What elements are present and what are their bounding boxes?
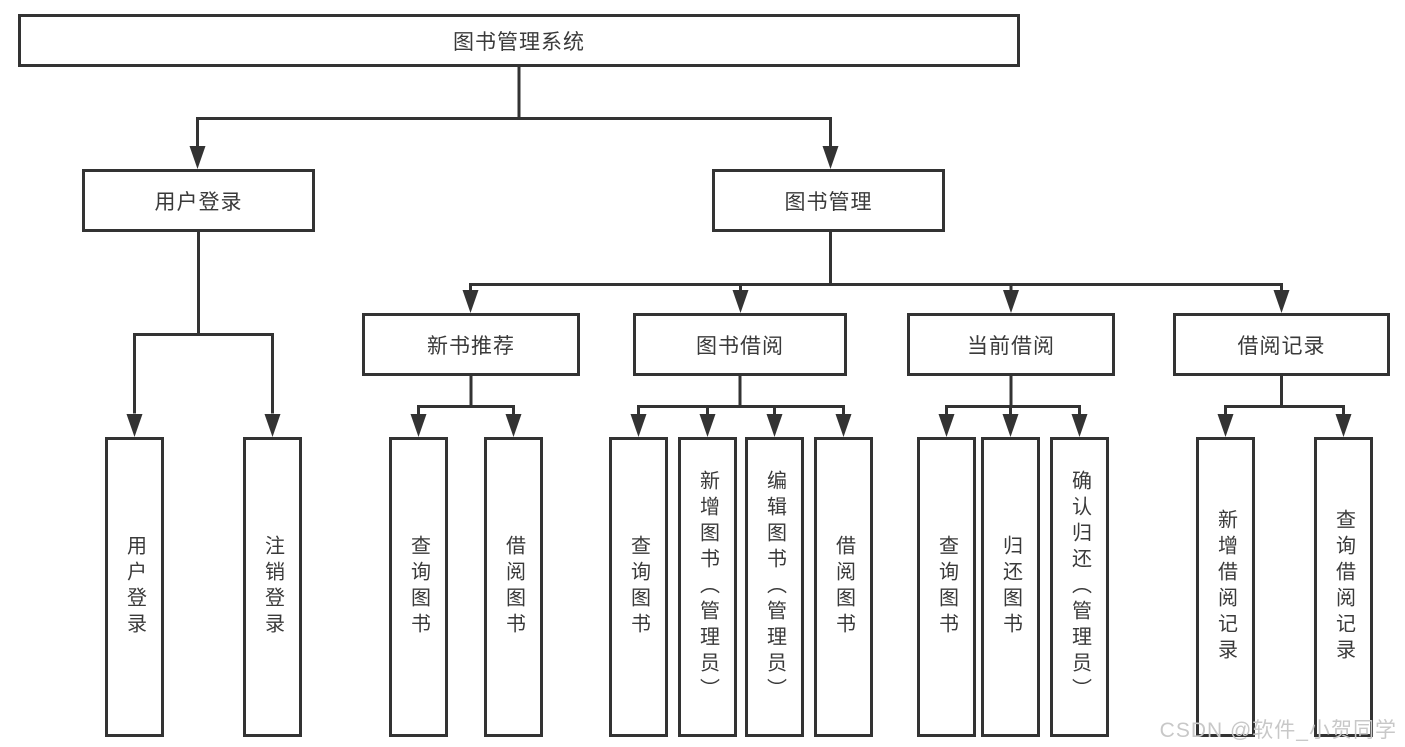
leaf-query-borrow-record: 查询借阅记录 [1314, 437, 1373, 737]
node-library-system: 图书管理系统 [18, 14, 1020, 67]
leaf-confirm-return-admin: 确认归还（管理员） [1050, 437, 1109, 737]
leaf-current-query-books: 查询图书 [917, 437, 976, 737]
connector-new-book-recommend-to-leaves [410, 374, 522, 437]
connector-user-login-to-leaves [126, 230, 281, 437]
leaf-logout: 注销登录 [243, 437, 302, 737]
connector-book-borrowing-to-leaves [630, 374, 852, 437]
connector-current-borrowing-to-leaves [938, 374, 1088, 437]
leaf-return-books: 归还图书 [981, 437, 1040, 737]
node-current-borrowing: 当前借阅 [907, 313, 1115, 376]
node-user-login-branch: 用户登录 [82, 169, 315, 232]
node-borrowing-records: 借阅记录 [1173, 313, 1390, 376]
leaf-add-borrow-record: 新增借阅记录 [1196, 437, 1255, 737]
leaf-borrowing-borrow-books: 借阅图书 [814, 437, 873, 737]
node-new-book-recommend: 新书推荐 [362, 313, 580, 376]
node-book-borrowing: 图书借阅 [633, 313, 847, 376]
connector-book-management-to-modules [462, 230, 1290, 313]
leaf-recommend-query-books: 查询图书 [389, 437, 448, 737]
csdn-watermark: CSDN @软件_小贺同学 [1159, 719, 1397, 742]
leaf-recommend-borrow-books: 借阅图书 [484, 437, 543, 737]
node-book-management: 图书管理 [712, 169, 945, 232]
leaf-edit-books-admin: 编辑图书（管理员） [745, 437, 804, 737]
connector-root-to-branches [189, 65, 839, 169]
leaf-add-books-admin: 新增图书（管理员） [678, 437, 737, 737]
connector-borrowing-records-to-leaves [1217, 374, 1352, 437]
leaf-user-login: 用户登录 [105, 437, 164, 737]
leaf-borrowing-query-books: 查询图书 [609, 437, 668, 737]
